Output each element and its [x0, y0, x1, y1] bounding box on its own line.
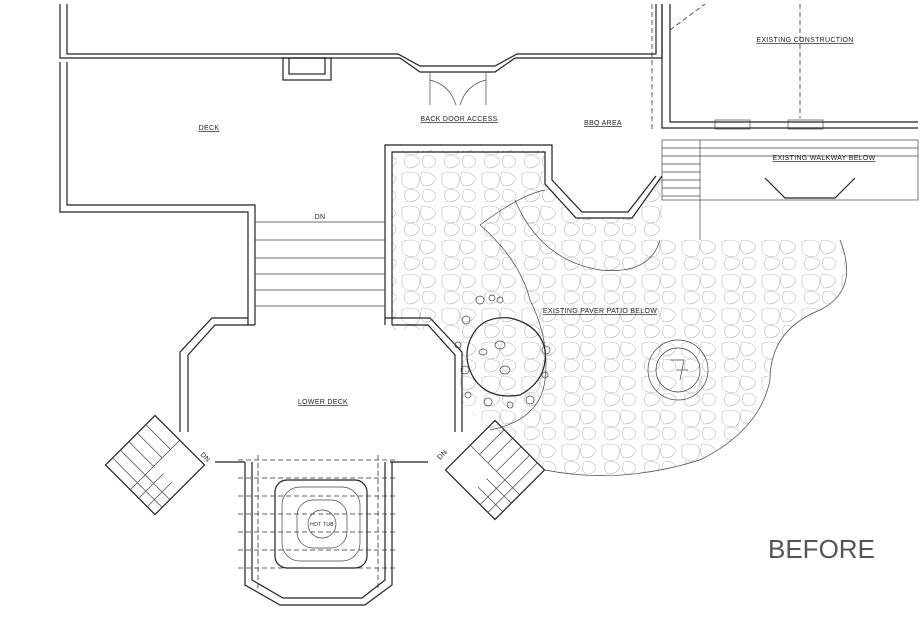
label-back-door-access: BACK DOOR ACCESS [420, 116, 497, 123]
fire-pit [647, 339, 709, 401]
upper-stairs: DN [255, 214, 385, 307]
label-existing-construction: EXISTING CONSTRUCTION [756, 37, 853, 44]
label-lower-deck: LOWER DECK [298, 399, 348, 406]
label-deck: DECK [199, 125, 220, 132]
label-paver-patio: EXISTING PAVER PATIO BELOW [543, 308, 657, 315]
paver-patio [392, 150, 847, 476]
upper-deck: DECK BACK DOOR ACCESS BBQ AREA [59, 62, 663, 325]
house-walls [59, 4, 663, 106]
label-bbq-area: BBQ AREA [584, 120, 622, 127]
left-stairs [104, 414, 206, 516]
drawing-title: BEFORE [768, 534, 875, 564]
right-stairs [444, 419, 546, 521]
existing-walkway: EXISTING WALKWAY BELOW [661, 139, 919, 240]
hot-tub-pergola: HOT TUB [238, 455, 398, 606]
boulder-garden [454, 294, 551, 409]
label-hot-tub: HOT TUB [310, 522, 334, 528]
label-stairs-dn-upper: DN [315, 214, 326, 221]
label-stairs-dn-left: DN [199, 451, 212, 464]
label-stairs-dn-right: DN [436, 449, 449, 462]
lower-deck: LOWER DECK EXISTING PAVER PATIO BELOW [179, 308, 657, 463]
label-existing-walkway: EXISTING WALKWAY BELOW [772, 155, 875, 162]
existing-construction: EXISTING CONSTRUCTION [651, 3, 918, 130]
